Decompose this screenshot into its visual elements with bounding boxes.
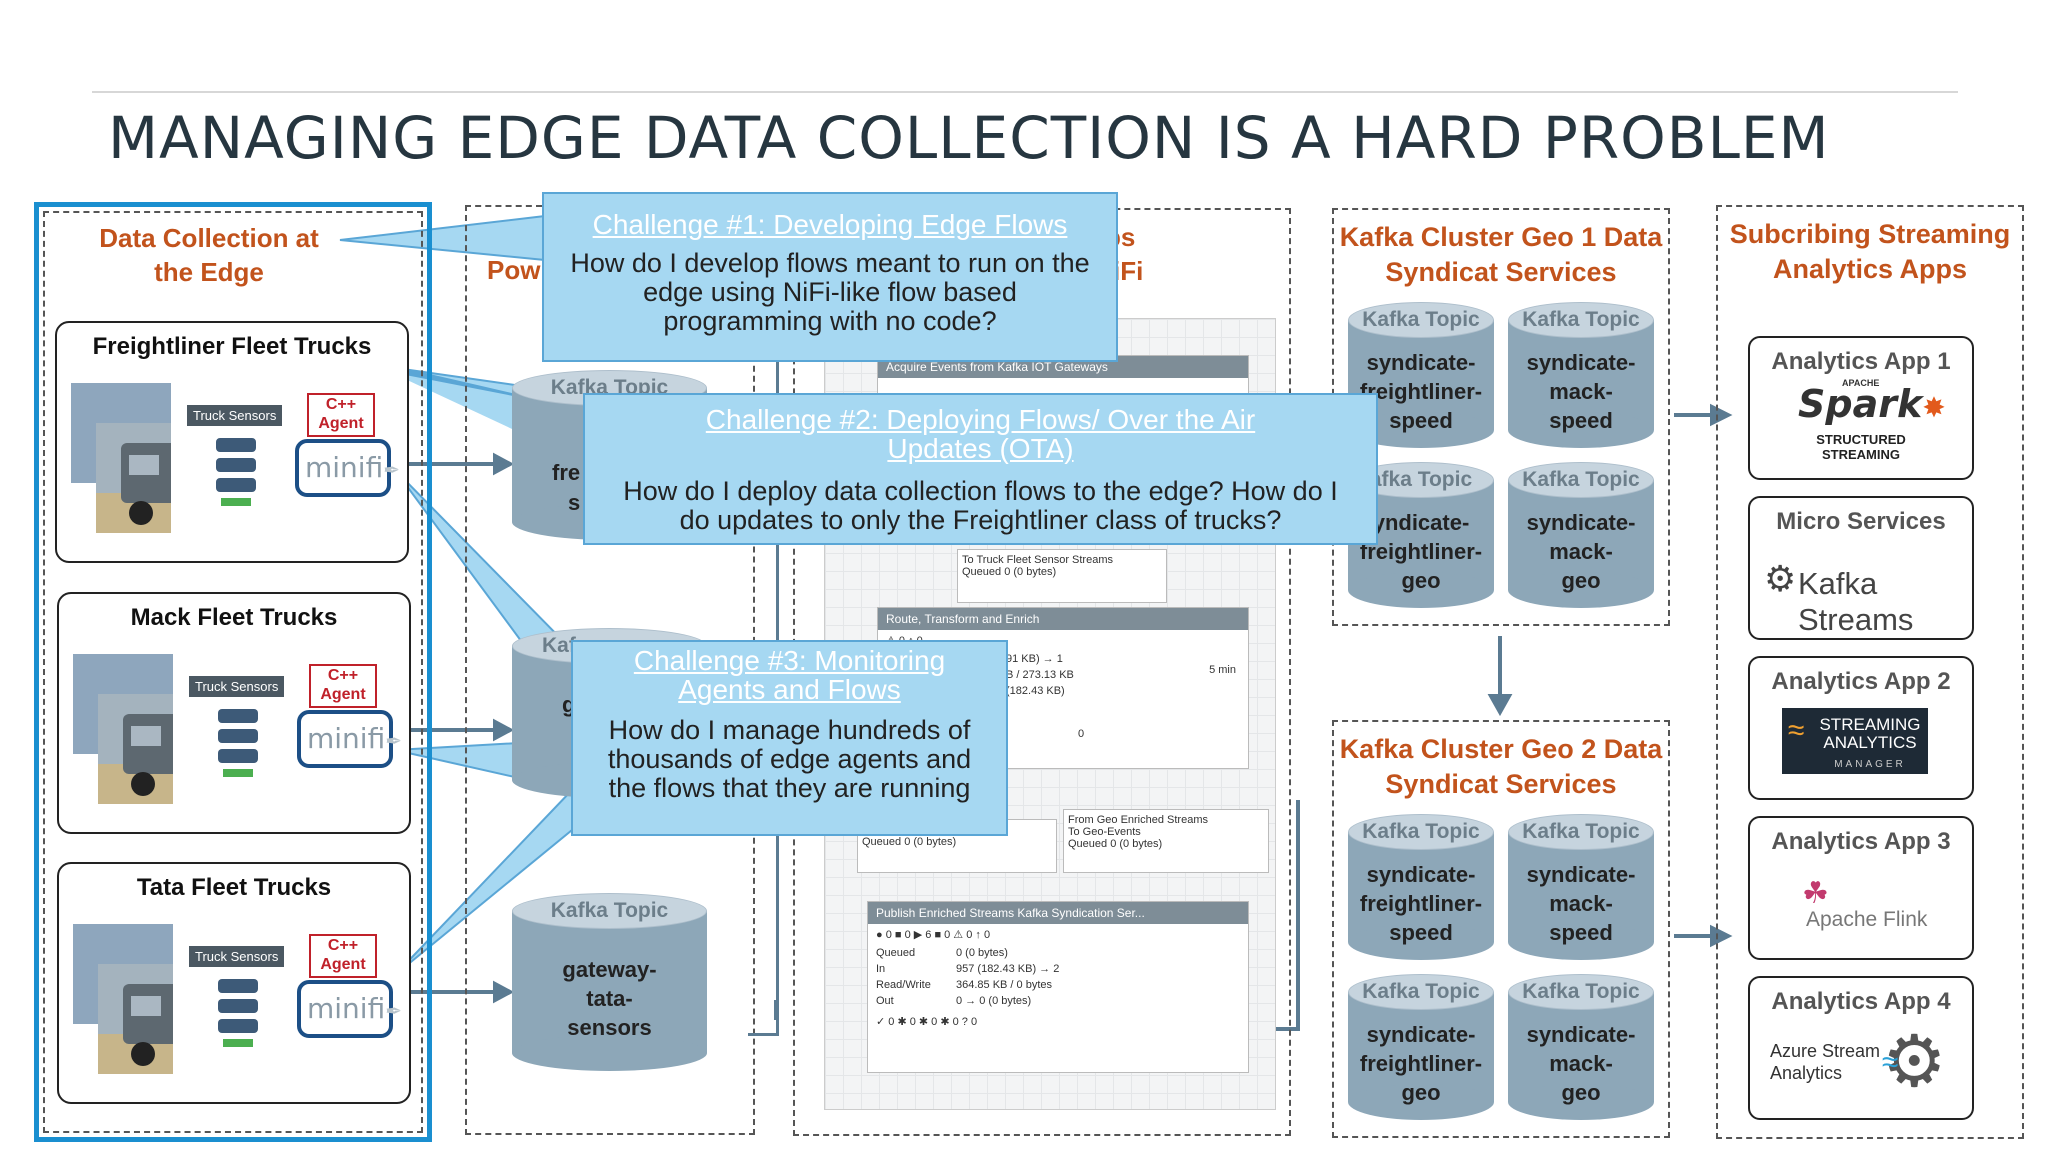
analytics-apps-panel: Subcribing Streaming Analytics Apps [1716, 205, 2024, 1139]
fleet-box-tata: Tata Fleet Trucks Truck Sensors C++ Agen… [57, 862, 411, 1104]
topic-label: Kaf [542, 634, 576, 657]
processor-count: 0 [1078, 728, 1085, 740]
streaming-analytics-logo: ≈ STREAMING ANALYTICS MANAGER [1782, 708, 1928, 774]
processor-counts: ● 0 ■ 0 ▶ 6 ■ 0 ⚠ 0 ↑ 0 [876, 929, 991, 941]
callout-challenge-3: Challenge #3: Monitoring Agents and Flow… [571, 640, 1008, 836]
app-title: Micro Services [1776, 508, 1946, 535]
sam-swoosh-icon: ≈ [1788, 714, 1805, 747]
spark-logo-small: APACHE [1842, 378, 1880, 388]
fleet-title: Mack Fleet Trucks [130, 604, 338, 631]
processor-footer: ✓ 0 ✱ 0 ✱ 0 ✱ 0 ? 0 [876, 1016, 978, 1028]
azure-wave-icon: ≈ [1882, 1046, 1899, 1079]
callout-heading: Challenge #3: Monitoring Agents and Flow… [633, 645, 946, 705]
azure-gear-icon: ⚙ [1882, 1022, 1947, 1102]
fleet-title: Tata Fleet Trucks [136, 874, 332, 901]
minifi-agent[interactable]: minifi✒ [297, 980, 402, 1038]
truck-image [73, 654, 293, 804]
cpp-agent-label: C++ Agent [307, 393, 375, 437]
truck-image [71, 383, 291, 533]
topic-line: fre [552, 460, 581, 485]
callout-heading: Challenge #1: Developing Edge Flows [592, 209, 1068, 240]
app-title: Analytics App 2 [1771, 668, 1951, 695]
processor-acquire[interactable]: Acquire Events from Kafka IOT Gateways [877, 355, 1249, 397]
processor-title: Publish Enriched Streams Kafka Syndicati… [868, 902, 1248, 924]
app-card-1[interactable]: Analytics App 1 APACHE Spark✸ STRUCTURED… [1748, 336, 1974, 480]
connection-queued: Queued 0 (0 bytes) [962, 566, 1057, 578]
minifi-bird-icon: ✒ [385, 729, 402, 753]
fleet-box-freightliner: Freightliner Fleet Trucks Truck Sensors … [55, 321, 409, 563]
cluster1-heading: Kafka Cluster Geo 1 Data Syndicat Servic… [1339, 222, 1663, 287]
kafka-topic-cylinder-tata: Kafka Topic gateway- tata- sensors [512, 893, 707, 1071]
processor-stat: 91 KB) → 1 [1006, 653, 1063, 665]
app-card-3[interactable]: Analytics App 3 ☘ Apache Flink [1748, 816, 1974, 960]
spark-logo-sub: STRUCTURED STREAMING [1816, 432, 1906, 462]
callout-body: How do I develop flows meant to run on t… [570, 248, 1090, 336]
connection-to: To Truck Fleet Sensor Streams [962, 554, 1113, 566]
processor-publish[interactable]: Publish Enriched Streams Kafka Syndicati… [867, 901, 1249, 1073]
flink-logo: Apache Flink [1806, 908, 1928, 931]
apps-heading: Subcribing Streaming Analytics Apps [1729, 219, 2011, 284]
app-card-4[interactable]: Analytics App 4 Azure Stream Analytics ⚙… [1748, 976, 1974, 1120]
app-card-2[interactable]: Analytics App 2 ≈ STREAMING ANALYTICS MA… [1748, 656, 1974, 800]
connection-geo[interactable]: From Geo Enriched Streams To Geo-Events … [1063, 809, 1269, 873]
kafka-streams-icon: ⚙ [1764, 558, 1797, 599]
connection-queued: Queued 0 (0 bytes) [862, 836, 957, 848]
truck-sensors-label: Truck Sensors [189, 676, 285, 697]
minifi-bird-icon: ✒ [383, 458, 400, 482]
callout-body: How do I deploy data collection flows to… [623, 476, 1338, 535]
app-title: Analytics App 1 [1771, 348, 1951, 375]
callout-challenge-2: Challenge #2: Deploying Flows/ Over the … [583, 393, 1378, 545]
minifi-bird-icon: ✒ [385, 999, 402, 1023]
gateway-panel-heading: Pow [487, 255, 541, 285]
connection-fleet[interactable]: To Truck Fleet Sensor Streams Queued 0 (… [957, 549, 1167, 603]
kafka-streams-logo: Kafka Streams [1798, 566, 1914, 637]
processor-title: Route, Transform and Enrich [878, 608, 1248, 630]
truck-sensors-label: Truck Sensors [187, 405, 283, 426]
callout-challenge-1: Challenge #1: Developing Edge Flows How … [542, 192, 1118, 362]
edge-panel-heading: Data Collection at the Edge [99, 223, 319, 287]
truck-sensors-label: Truck Sensors [189, 946, 285, 967]
cluster2-heading: Kafka Cluster Geo 2 Data Syndicat Servic… [1339, 734, 1663, 799]
topic-label: Kafka Topic [550, 899, 669, 922]
processor-stat: (182.43 KB) [1006, 685, 1065, 697]
connection-queued: Queued 0 (0 bytes) [1068, 838, 1163, 850]
connection-to: To Geo-Events [1068, 826, 1141, 838]
processor-interval: 5 min [1209, 664, 1236, 676]
connection-from: From Geo Enriched Streams [1068, 814, 1208, 826]
page-title: MANAGING EDGE DATA COLLECTION IS A HARD … [108, 104, 1830, 172]
kafka-cluster-geo1: Kafka Cluster Geo 1 Data Syndicat Servic… [1332, 208, 1670, 626]
topic-line: sensors [567, 1015, 652, 1040]
fleet-title: Freightliner Fleet Trucks [92, 333, 372, 360]
fleet-box-mack: Mack Fleet Trucks Truck Sensors C++ Agen… [57, 592, 411, 834]
cpp-agent-label: C++ Agent [309, 934, 377, 978]
app-title: Analytics App 4 [1771, 988, 1951, 1015]
topic-line: tata- [586, 986, 633, 1011]
nifi-heading-b: iFi [1113, 256, 1144, 286]
minifi-agent[interactable]: minifi✒ [297, 710, 402, 768]
kafka-cluster-geo2: Kafka Cluster Geo 2 Data Syndicat Servic… [1332, 720, 1670, 1138]
app-card-microservices[interactable]: Micro Services ⚙ Kafka Streams [1748, 496, 1974, 640]
minifi-agent[interactable]: minifi✒ [295, 439, 400, 497]
topic-line: gateway- [562, 957, 657, 982]
flink-squirrel-icon: ☘ [1802, 877, 1829, 910]
header-divider [92, 91, 1958, 93]
truck-image [73, 924, 293, 1074]
cpp-agent-label: C++ Agent [309, 664, 377, 708]
callout-body: How do I manage hundreds of thousands of… [607, 715, 972, 803]
callout-heading: Challenge #2: Deploying Flows/ Over the … [705, 404, 1256, 464]
app-title: Analytics App 3 [1771, 828, 1951, 855]
azure-stream-logo: Azure Stream Analytics [1770, 1041, 1881, 1083]
processor-stat: B / 273.13 KB [1006, 669, 1074, 681]
spark-star-icon: ✸ [1922, 391, 1946, 424]
edge-collection-panel: Data Collection at the Edge Freightliner… [34, 202, 432, 1142]
spark-logo: Spark✸ [1798, 382, 1946, 426]
topic-line: s [568, 490, 581, 515]
